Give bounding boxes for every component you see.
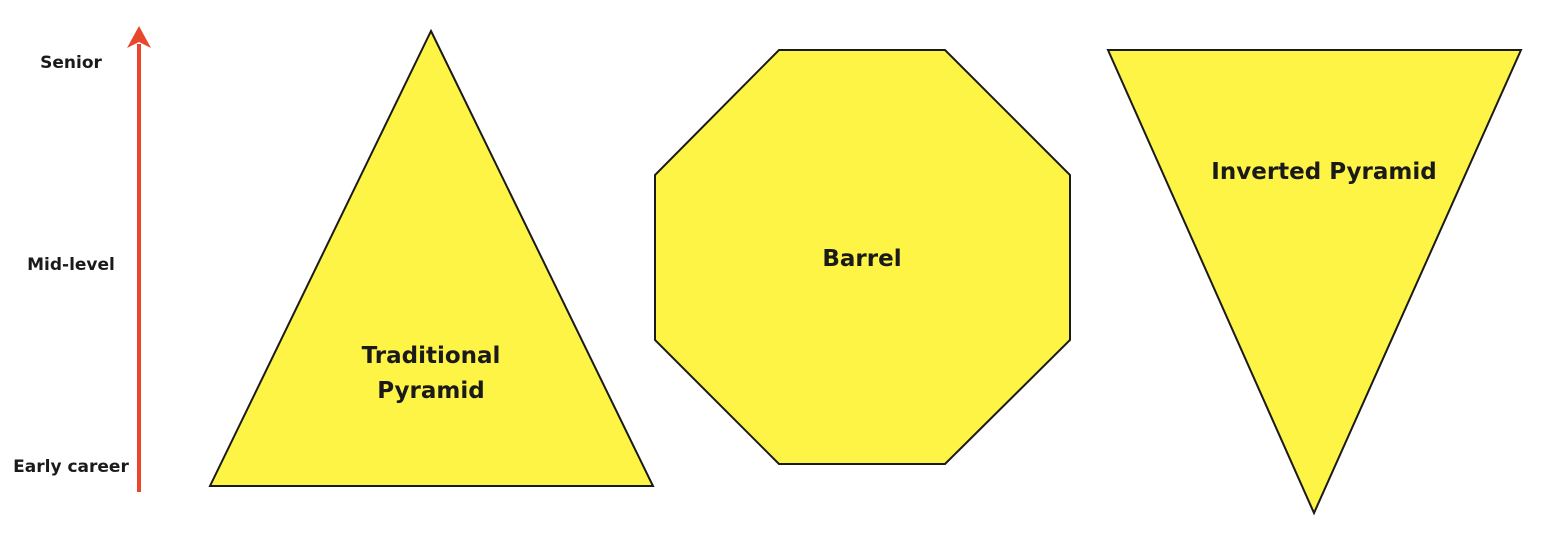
barrel-label: Barrel [822,246,901,272]
traditional-pyramid: Traditional Pyramid [208,28,655,487]
axis-label-early-career: Early career [13,457,129,477]
barrel-shape [654,49,1071,465]
inverted-pyramid: Inverted Pyramid [1106,49,1523,516]
axis-arrow-head [127,26,151,48]
traditional-pyramid-shape [208,28,655,487]
career-level-axis: Senior Mid-level Early career [13,26,151,492]
barrel: Barrel [654,49,1071,465]
inverted-pyramid-label: Inverted Pyramid [1211,159,1436,185]
axis-label-senior: Senior [40,53,102,73]
traditional-pyramid-label-line2: Pyramid [377,378,484,404]
traditional-pyramid-label-line1: Traditional [362,343,501,369]
axis-label-mid-level: Mid-level [27,255,115,275]
inverted-pyramid-shape [1106,49,1523,516]
